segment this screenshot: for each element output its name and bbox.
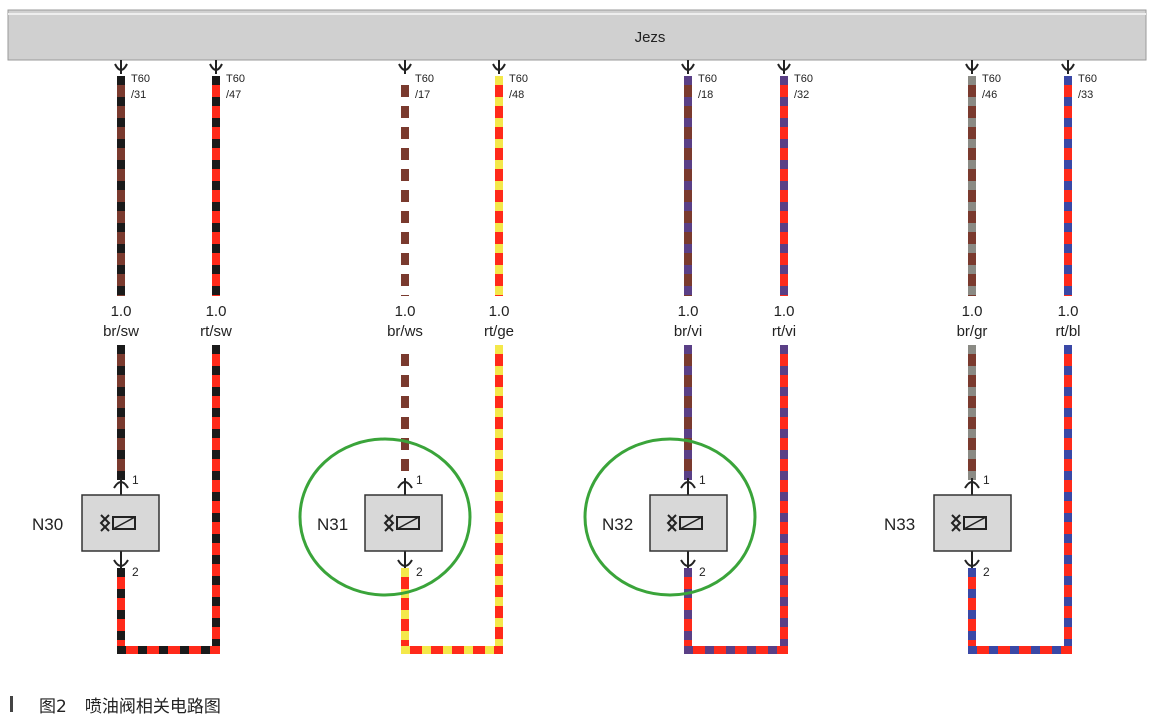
injector-N33-pin2-label: 2 bbox=[983, 565, 990, 579]
caption-title: 喷油阀相关电路图 bbox=[84, 696, 221, 717]
wire-N30-2-size-label: 1.0 bbox=[206, 303, 227, 320]
header-label: Jezs bbox=[635, 29, 666, 46]
wire-N31-1-pin-label: /17 bbox=[415, 89, 430, 101]
solenoid-N32-icon bbox=[666, 514, 678, 532]
solenoid-N30-icon bbox=[99, 514, 111, 532]
wire-N32-2-pin-label: /32 bbox=[794, 89, 809, 101]
wire-N32-2-color-label: rt/vi bbox=[772, 323, 796, 340]
wire-N31-2-color-label: rt/ge bbox=[484, 323, 514, 340]
wire-N30-2-pin-label: /47 bbox=[226, 89, 241, 101]
wire-N32-2-connector-label: T60 bbox=[794, 73, 813, 85]
wire-N31-2-pin-label: /48 bbox=[509, 89, 524, 101]
highlight-N32-circle bbox=[583, 437, 757, 597]
solenoid-N33-coil bbox=[963, 516, 987, 530]
injector-N32-box bbox=[649, 494, 728, 552]
injector-N32-pin1-label: 1 bbox=[699, 473, 706, 487]
solenoid-N31-icon bbox=[383, 514, 395, 532]
figure-caption: 图2 喷油阀相关电路图 bbox=[10, 692, 221, 717]
circuit-N30: T60/31 1.0 br/sw T60/47 1.0 rt/sw 1 2 N30 bbox=[32, 60, 245, 654]
wire-N33-2-connector-label: T60 bbox=[1078, 73, 1097, 85]
solenoid-N31-coil bbox=[396, 516, 420, 530]
solenoid-N31-diag bbox=[396, 516, 420, 530]
wire-N31-2-size-label: 1.0 bbox=[489, 303, 510, 320]
injector-N31-pin2-label: 2 bbox=[416, 565, 423, 579]
solenoid-N33-diag bbox=[963, 516, 987, 530]
wire-N33-1-color-label: br/gr bbox=[957, 323, 988, 340]
injector-N30-pin1-label: 1 bbox=[132, 473, 139, 487]
wire-N32-2-size-label: 1.0 bbox=[774, 303, 795, 320]
wire-N32-1-color-label: br/vi bbox=[674, 323, 702, 340]
injector-N31-box bbox=[364, 494, 443, 552]
wire-N30-1-pin-label: /31 bbox=[131, 89, 146, 101]
wire-N33-2-color-label: rt/bl bbox=[1055, 323, 1080, 340]
wire-N33-1-connector-label: T60 bbox=[982, 73, 1001, 85]
injector-N32-pin2-label: 2 bbox=[699, 565, 706, 579]
wire-N30-2-connector-label: T60 bbox=[226, 73, 245, 85]
injector-N31-pin1-label: 1 bbox=[416, 473, 423, 487]
wire-N33-1-size-label: 1.0 bbox=[962, 303, 983, 320]
circuit-N33: T60/46 1.0 br/gr T60/33 1.0 rt/bl 1 2 N33 bbox=[884, 60, 1097, 654]
injector-N33-label: N33 bbox=[884, 515, 915, 534]
circuit-N31: T60/17 1.0 br/ws T60/48 1.0 rt/ge 1 2 N31 bbox=[298, 60, 528, 654]
wire-N31-2-connector-label: T60 bbox=[509, 73, 528, 85]
wire-N31-1-color-label: br/ws bbox=[387, 323, 423, 340]
wire-N31-1-connector-label: T60 bbox=[415, 73, 434, 85]
wire-N32-1-connector-label: T60 bbox=[698, 73, 717, 85]
wire-N30-1-connector-label: T60 bbox=[131, 73, 150, 85]
solenoid-N32-diag bbox=[679, 516, 703, 530]
wire-N33-2-pin-label: /33 bbox=[1078, 89, 1093, 101]
solenoid-N30-diag bbox=[112, 516, 136, 530]
wire-N31-1-size-label: 1.0 bbox=[395, 303, 416, 320]
wire-N33-2-size-label: 1.0 bbox=[1058, 303, 1079, 320]
injector-N30-box bbox=[81, 494, 160, 552]
caption-figure-number: 图2 bbox=[39, 696, 67, 717]
wire-N32-1-size-label: 1.0 bbox=[678, 303, 699, 320]
solenoid-N30-coil bbox=[112, 516, 136, 530]
caption-marker bbox=[10, 696, 13, 712]
wire-N33-1-pin-label: /46 bbox=[982, 89, 997, 101]
circuit-N32: T60/18 1.0 br/vi T60/32 1.0 rt/vi 1 2 N32 bbox=[583, 60, 813, 654]
wire-N30-2-color-label: rt/sw bbox=[200, 323, 232, 340]
injector-N33-pin1-label: 1 bbox=[983, 473, 990, 487]
connector-header-bar bbox=[7, 9, 1147, 61]
injector-N33-box bbox=[933, 494, 1012, 552]
injector-N31-label: N31 bbox=[317, 515, 348, 534]
wire-N32-1-pin-label: /18 bbox=[698, 89, 713, 101]
injector-N32-label: N32 bbox=[602, 515, 633, 534]
wire-N30-1-size-label: 1.0 bbox=[111, 303, 132, 320]
injector-N30-label: N30 bbox=[32, 515, 63, 534]
wire-N30-1-color-label: br/sw bbox=[103, 323, 139, 340]
solenoid-N33-icon bbox=[950, 514, 962, 532]
solenoid-N32-coil bbox=[679, 516, 703, 530]
injector-N30-pin2-label: 2 bbox=[132, 565, 139, 579]
highlight-N31-circle bbox=[298, 437, 472, 597]
